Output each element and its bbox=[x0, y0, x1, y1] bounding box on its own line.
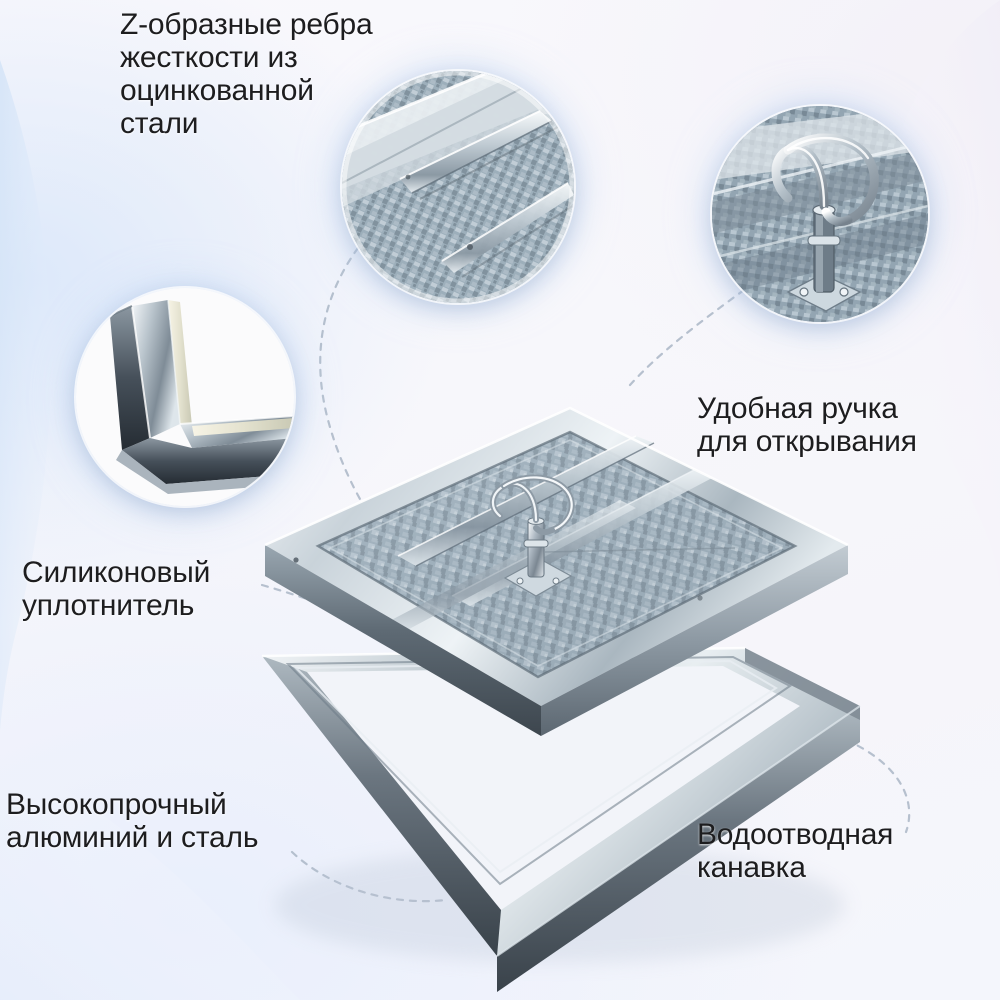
inset-handle-closeup bbox=[712, 106, 928, 322]
product-frame bbox=[261, 646, 861, 992]
inset-handle-photo bbox=[712, 106, 928, 322]
callout-drain-channel: Водоотводная канавка bbox=[697, 818, 894, 884]
lid-handle bbox=[490, 474, 575, 597]
callout-z-ribs: Z-образные ребра жесткости из оцинкованн… bbox=[120, 8, 373, 140]
inset-seal-photo bbox=[76, 288, 294, 506]
inset-ribs-photo bbox=[342, 71, 574, 303]
callout-silicone-seal: Силиконовый уплотнитель bbox=[22, 556, 211, 622]
connector-drain bbox=[844, 738, 911, 834]
callout-aluminium-steel: Высокопрочный алюминий и сталь bbox=[6, 788, 259, 854]
product-lid bbox=[264, 406, 849, 736]
inset-ribs-closeup bbox=[342, 71, 574, 303]
callout-handle: Удобная ручка для открывания bbox=[697, 392, 917, 458]
lid-rivet bbox=[293, 557, 299, 563]
lid-rivet bbox=[697, 595, 703, 601]
inset-seal-closeup bbox=[76, 288, 294, 506]
